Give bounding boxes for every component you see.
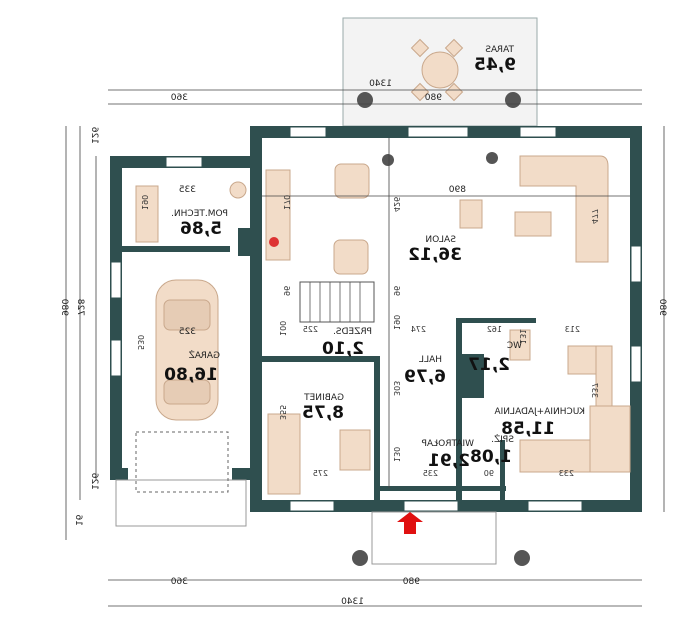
gabinet-label: GABINET: [304, 393, 344, 403]
dim-garage-width: 325: [179, 327, 196, 337]
dim-gab-a: 355: [278, 405, 287, 420]
boiler-icon: [135, 181, 247, 243]
dim-przeds-width: 225: [303, 325, 318, 334]
dim-kit-a: 213: [565, 325, 580, 334]
taras-label: TARAS: [485, 45, 515, 55]
dim-bottom-right: 980: [403, 577, 420, 587]
gabinet-area: 8,75: [302, 403, 344, 423]
dim-left-bottom: 126: [89, 473, 99, 490]
dim-stair-h: 96: [392, 286, 401, 296]
dim-salon-side: 477: [590, 209, 599, 224]
windows: [110, 126, 642, 512]
dim-top-right: 980: [425, 93, 442, 103]
terrace-table: [410, 38, 464, 102]
kitchen-furniture: [462, 329, 631, 473]
dim-fire: 170: [282, 195, 291, 210]
salon-area: 36,12: [408, 245, 462, 265]
entrance-steps: [371, 511, 497, 565]
dim-left-top: 126: [89, 127, 99, 144]
dim-left-height: 980: [59, 299, 69, 316]
hall-label: HALL: [419, 355, 442, 365]
dim-wiat-h: 130: [392, 447, 401, 462]
pom-techn-label: POM.TECHN.: [171, 209, 228, 219]
dim-techn-depth: 190: [140, 195, 149, 210]
dim-left-inner: 728: [75, 299, 85, 316]
dim-stair-w: 96: [282, 286, 291, 296]
salon-label: SALON: [425, 235, 456, 245]
przeds-area: 2,10: [322, 339, 364, 359]
spiz-label: SPIŻ.: [491, 434, 514, 445]
dim-przeds-h: 100: [278, 321, 287, 336]
wc-label: WC: [507, 341, 522, 351]
dim-hall-v: 303: [392, 381, 401, 396]
dim-bottom-left: 360: [171, 577, 188, 587]
dim-kit-c: 233: [559, 469, 574, 478]
kuchnia-area: 11,58: [501, 419, 555, 439]
staircase: [299, 281, 375, 323]
dim-hall-h: 190: [392, 315, 401, 330]
dim-hall-width: 274: [411, 325, 426, 334]
przeds-label: PRZEDS.: [333, 327, 372, 337]
dim-wiat-w: 235: [423, 469, 438, 478]
dim-top-total: 1340: [369, 79, 392, 89]
dim-techn-width: 335: [179, 185, 196, 195]
dimension-lines: [65, 89, 665, 607]
garage-door-swing: [135, 431, 229, 493]
dim-spiz-w: 90: [484, 469, 494, 478]
dim-kit-b: 337: [590, 383, 599, 398]
dim-garage-depth: 530: [136, 335, 145, 350]
kuchnia-label: KUCHNIA+JADALNIA: [494, 407, 585, 417]
pom-techn-area: 5,86: [180, 219, 222, 239]
dim-salon-width: 890: [449, 185, 466, 195]
garaz-area: 16,80: [164, 365, 218, 385]
wiatrolap-area: 2,91: [428, 451, 470, 471]
wiatrolap-label: WIATROŁAP: [421, 439, 474, 449]
garage-apron: [115, 479, 247, 527]
fireplace-icon: [238, 228, 279, 256]
dim-top-left: 360: [171, 93, 188, 103]
wc-area: 2,17: [468, 355, 510, 375]
dim-right-height: 980: [657, 299, 667, 316]
office-furniture: [267, 413, 371, 495]
hall-area: 6,79: [404, 367, 446, 387]
dim-left-bottom2: 16: [73, 514, 83, 526]
entrance-arrow: [397, 512, 423, 534]
car-icon: [155, 279, 219, 421]
dim-wc-h: 131: [518, 329, 527, 344]
dim-wc-width: 162: [487, 325, 502, 334]
taras-area: 9,45: [474, 55, 516, 75]
dim-bottom-total: 1340: [341, 597, 364, 607]
dim-gab-b: 275: [313, 469, 328, 478]
garaz-label: GARAŻ: [189, 350, 220, 361]
spiz-area: 1,08: [470, 447, 512, 467]
dim-salon-depth: 426: [392, 197, 401, 212]
